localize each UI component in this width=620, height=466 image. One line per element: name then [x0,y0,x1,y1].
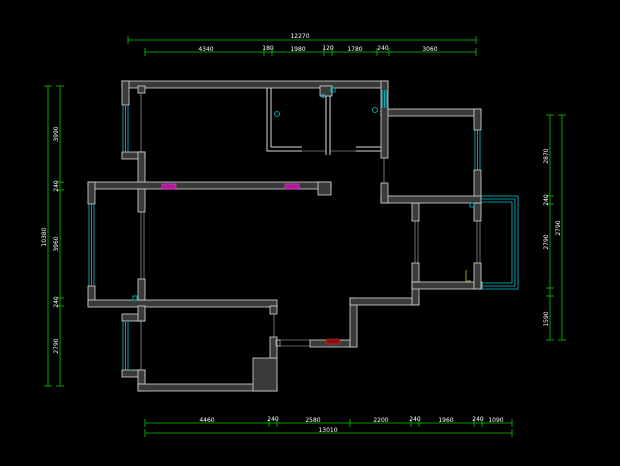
wall-balcony-left-b [411,262,420,283]
fixture-circle-bath-left [274,111,280,117]
wall-left-upper-c [137,151,146,184]
bottom-dim-seg-1: 4460 [199,417,214,424]
left-dim-seg-2: 240 [53,180,60,192]
right-dim-seg-1: 2870 [543,148,550,163]
window-upper-left [122,105,129,152]
door-marker-right [284,183,300,190]
right-dim-seg-2: 240 [543,194,550,206]
top-dim-seg-7: 3060 [422,46,437,53]
bottom-dim-seg-5: 240 [409,416,421,423]
wall-balcony-right-b [473,262,482,290]
wall-bath-notch [319,85,333,97]
wall-balcony-left-a [411,202,420,222]
bottom-total-dim-label: 13010 [318,427,337,434]
bottom-dim-seg-8: 1090 [488,417,503,424]
bottom-dim-seg-3: 2580 [305,417,320,424]
left-total-dim-label: 10380 [41,227,48,246]
bottom-dim-seg-4: 2200 [373,417,388,424]
wall-lower-left-stub [137,305,146,322]
top-dim-seg-6: 240 [377,45,389,52]
right-total-dim-label: 2790 [555,220,562,235]
window-right-bedroom [474,130,481,170]
entry-marker [325,338,341,345]
top-dim-seg-5: 1780 [347,46,362,53]
wall-partition-b [137,278,146,301]
top-dim-seg-3: 1980 [290,46,305,53]
right-dim-seg-3: 2790 [543,234,550,249]
right-dimension-group: 2870 240 2790 1590 2790 [543,114,566,341]
walls-group [87,80,483,392]
left-dim-seg-3: 3960 [53,236,60,251]
top-dim-seg-4: 120 [322,45,334,52]
wall-top [121,80,389,89]
right-dim-seg-4: 1590 [543,311,550,326]
bottom-dim-seg-2: 240 [267,416,279,423]
wall-balcony-bottom [411,281,483,290]
fixture-square-left [132,295,138,301]
left-dim-seg-1: 3990 [53,126,60,141]
wall-right-left-b [380,182,389,204]
interior-lines-group [140,88,481,370]
wall-corridor-end [317,181,332,196]
bath-left-outline [266,88,302,152]
left-dimension-group: 10380 3990 240 3960 240 2790 [41,85,64,387]
top-dim-seg-1: 4340 [198,46,213,53]
wall-middle-bottom [87,299,278,308]
wall-stub-right [269,305,278,315]
wall-left-upper-a [121,80,130,106]
wall-stub-right-b [269,336,278,359]
bottom-dimension-group: 4460 240 2580 2200 240 1960 240 1090 130… [144,416,513,437]
top-total-dim-label: 12270 [290,33,309,40]
wall-right-right-a [473,108,482,131]
fixtures-group [132,87,475,347]
door-marker-left [161,183,177,190]
windows-group [88,90,519,370]
wall-far-left-a [87,181,96,205]
wall-right-left [380,80,389,159]
wall-step-top [349,297,420,306]
fixture-square-top [330,87,336,93]
bottom-dim-seg-7: 240 [472,416,484,423]
wall-right-bottom [380,195,482,204]
top-dim-seg-2: 180 [262,45,274,52]
markers-group [161,183,341,345]
wall-bottom-block [252,357,278,392]
wall-balcony-right-a [473,202,482,222]
fixture-yellow-corner [465,270,471,282]
window-top-bedroom [381,90,388,108]
fixture-square-balcony [469,202,475,208]
window-lower-left [122,321,129,370]
window-balcony-bay [481,195,519,290]
left-dim-seg-5: 2790 [53,338,60,353]
left-dim-seg-4: 240 [53,296,60,308]
bottom-dim-seg-6: 1960 [438,417,453,424]
fixture-circle-bath-right [372,107,378,113]
top-dimension-group: 12270 4340 180 1980 120 1780 240 3060 [127,33,477,56]
fixture-dot-top [321,94,325,98]
wall-partition-a [137,188,146,213]
wall-notch [137,85,146,94]
window-middle-left [88,204,95,286]
fixture-entry-post [275,339,281,347]
wall-right-top [380,108,482,117]
